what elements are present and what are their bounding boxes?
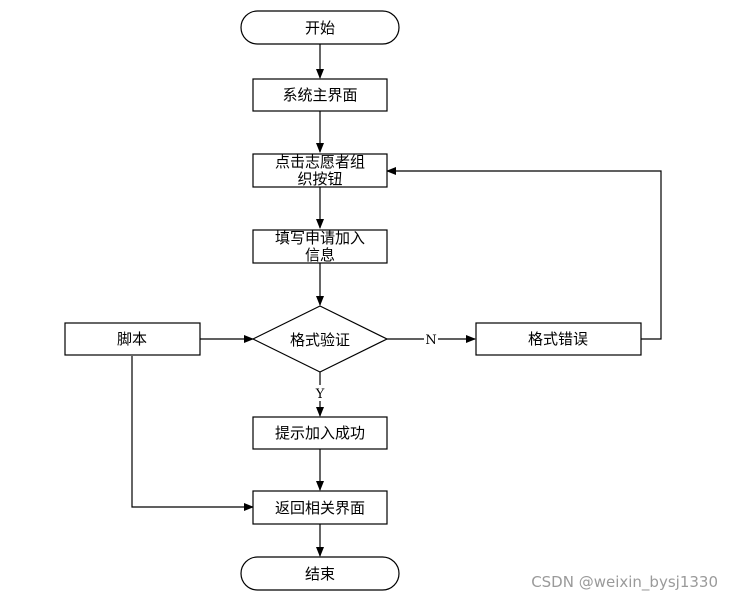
edge-error-loop-back xyxy=(386,167,662,340)
edge-label-yes: Y xyxy=(315,387,325,402)
edge-script-to-return xyxy=(131,356,254,511)
end-terminator: 结束 xyxy=(240,556,400,591)
main-ui-label: 系统主界面 xyxy=(282,86,357,104)
success-label: 提示加入成功 xyxy=(275,424,365,442)
watermark-text: CSDN @weixin_bysj1330 xyxy=(531,573,718,592)
return-ui-box: 返回相关界面 xyxy=(252,490,388,525)
end-label: 结束 xyxy=(305,565,335,583)
format-error-box: 格式错误 xyxy=(475,322,642,356)
edge-label-no: N xyxy=(425,333,436,348)
click-volunteer-label-line2: 织按钮 xyxy=(297,170,342,188)
start-terminator: 开始 xyxy=(240,10,400,45)
click-volunteer-box: 点击志愿者组 织按钮 xyxy=(252,153,388,188)
validate-label: 格式验证 xyxy=(290,331,350,349)
main-ui-box: 系统主界面 xyxy=(252,78,388,112)
format-error-label: 格式错误 xyxy=(528,330,588,348)
fill-info-label-line1: 填写申请加入 xyxy=(275,229,365,247)
fill-info-label-line2: 信息 xyxy=(305,246,335,264)
script-label: 脚本 xyxy=(117,330,147,348)
return-ui-label: 返回相关界面 xyxy=(275,499,365,517)
connectors xyxy=(131,44,662,557)
fill-info-box: 填写申请加入 信息 xyxy=(252,229,388,264)
start-label: 开始 xyxy=(305,19,335,37)
click-volunteer-label-line1: 点击志愿者组 xyxy=(275,153,365,171)
script-box: 脚本 xyxy=(64,322,201,356)
success-box: 提示加入成功 xyxy=(252,416,388,450)
validate-decision: 格式验证 xyxy=(251,305,389,373)
